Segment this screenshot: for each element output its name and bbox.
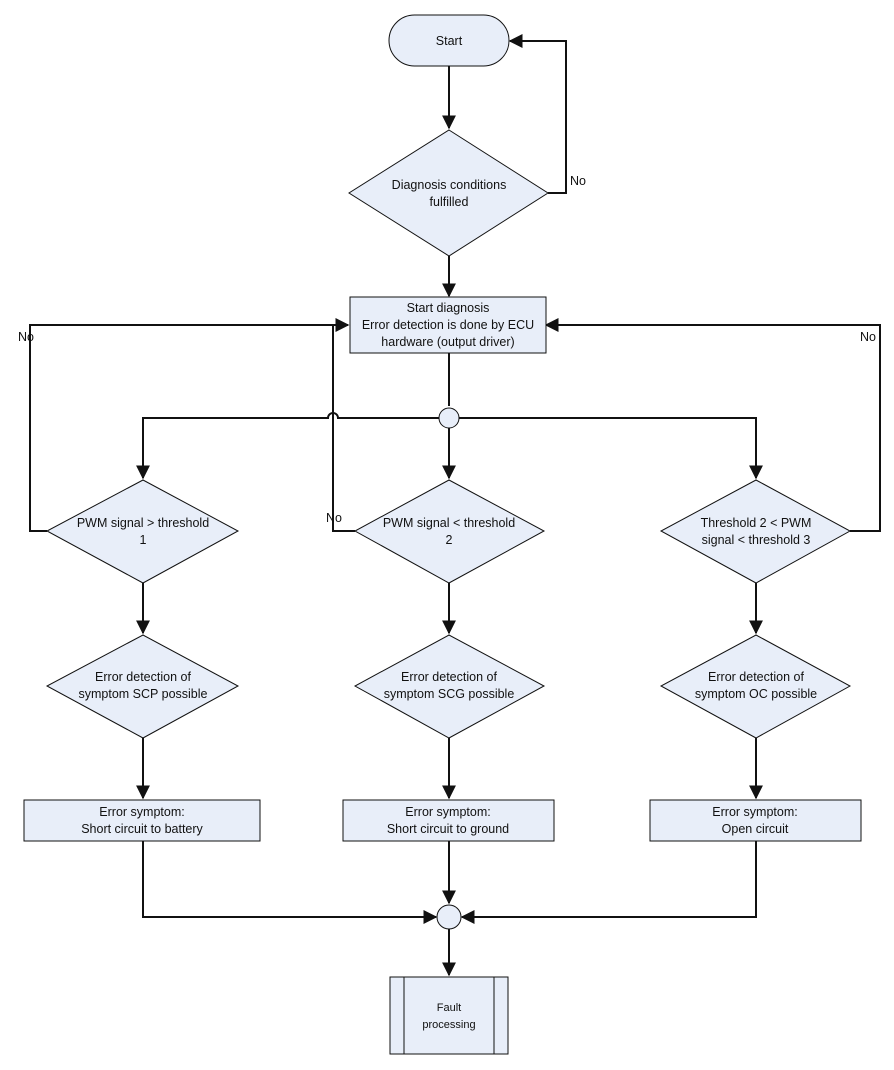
scg-check-no-label: No — [326, 511, 342, 525]
line-scg-no-loop — [332, 325, 355, 532]
arrow-oc-symptom-to-merge — [460, 841, 757, 924]
split-junction — [438, 407, 460, 429]
scp-detection-line1: Error detection of — [95, 670, 191, 684]
oc-detection-line1: Error detection of — [708, 670, 804, 684]
scp-symptom-box — [23, 799, 261, 842]
diagnosis-conditions-node: Diagnosis conditions fulfilled — [348, 129, 549, 257]
start-diagnosis-line2: Error detection is done by ECU — [362, 318, 534, 332]
start-diagnosis-box — [349, 296, 547, 354]
scg-check-node: PWM signal < threshold 2 — [353, 479, 546, 584]
oc-symptom-line1: Error symptom: — [712, 805, 797, 819]
scg-symptom-line2: Short circuit to ground — [387, 822, 509, 836]
start-terminal — [388, 14, 510, 67]
fault-processing-line1: Fault — [437, 1002, 461, 1014]
oc-check-line2: signal < threshold 3 — [702, 533, 811, 547]
oc-symptom-node: Error symptom: Open circuit — [649, 799, 862, 842]
oc-detection-line2: symptom OC possible — [695, 687, 817, 701]
start-node: Start — [388, 14, 510, 67]
oc-detection-node: Error detection of symptom OC possible — [659, 634, 852, 739]
oc-check-diamond — [659, 479, 852, 584]
start-diagnosis-node: Start diagnosis Error detection is done … — [349, 296, 547, 354]
start-label: Start — [436, 34, 463, 48]
arrow-scp-symptom-to-merge — [142, 841, 438, 924]
oc-detection-diamond — [659, 634, 852, 739]
scg-check-diamond — [353, 479, 546, 584]
scg-check-line1: PWM signal < threshold — [383, 516, 515, 530]
scp-symptom-line2: Short circuit to battery — [81, 822, 203, 836]
oc-symptom-line2: Open circuit — [722, 822, 789, 836]
scg-detection-node: Error detection of symptom SCG possible — [353, 634, 546, 739]
scp-check-node: PWM signal > threshold 1 — [45, 479, 240, 584]
diagnosis-conditions-no-label: No — [570, 174, 586, 188]
scp-detection-line2: symptom SCP possible — [79, 687, 208, 701]
arrow-oc-no-loop — [544, 318, 881, 532]
fault-processing-box — [389, 976, 509, 1055]
fault-processing-line2: processing — [422, 1019, 475, 1031]
connectors — [29, 34, 881, 977]
scg-detection-line2: symptom SCG possible — [384, 687, 515, 701]
scp-symptom-node: Error symptom: Short circuit to battery — [23, 799, 261, 842]
fault-processing-node: Fault processing — [389, 976, 509, 1055]
start-diagnosis-line3: hardware (output driver) — [381, 335, 514, 349]
scg-symptom-line1: Error symptom: — [405, 805, 490, 819]
scp-check-no-label: No — [18, 330, 34, 344]
arrow-scp-no-loop — [29, 318, 350, 532]
scp-check-line2: 1 — [140, 533, 147, 547]
scg-detection-diamond — [353, 634, 546, 739]
arrow-junction-to-scp-check — [136, 412, 440, 480]
arrow-conditions-no-loop — [508, 34, 567, 194]
oc-check-node: Threshold 2 < PWM signal < threshold 3 — [659, 479, 852, 584]
scg-symptom-box — [342, 799, 555, 842]
scp-detection-node: Error detection of symptom SCP possible — [45, 634, 240, 739]
arrow-junction-to-oc-check — [459, 417, 763, 480]
merge-junction — [436, 904, 462, 930]
scg-check-line2: 2 — [446, 533, 453, 547]
scg-detection-line1: Error detection of — [401, 670, 497, 684]
scp-check-diamond — [45, 479, 240, 584]
scp-detection-diamond — [45, 634, 240, 739]
diagnosis-conditions-line1: Diagnosis conditions — [392, 178, 507, 192]
oc-symptom-box — [649, 799, 862, 842]
diagnosis-conditions-diamond — [348, 129, 549, 257]
oc-check-no-label: No — [860, 330, 876, 344]
scp-check-line1: PWM signal > threshold — [77, 516, 209, 530]
start-diagnosis-line1: Start diagnosis — [407, 301, 490, 315]
diagnosis-conditions-line2: fulfilled — [430, 195, 469, 209]
scp-symptom-line1: Error symptom: — [99, 805, 184, 819]
scg-symptom-node: Error symptom: Short circuit to ground — [342, 799, 555, 842]
oc-check-line1: Threshold 2 < PWM — [701, 516, 812, 530]
